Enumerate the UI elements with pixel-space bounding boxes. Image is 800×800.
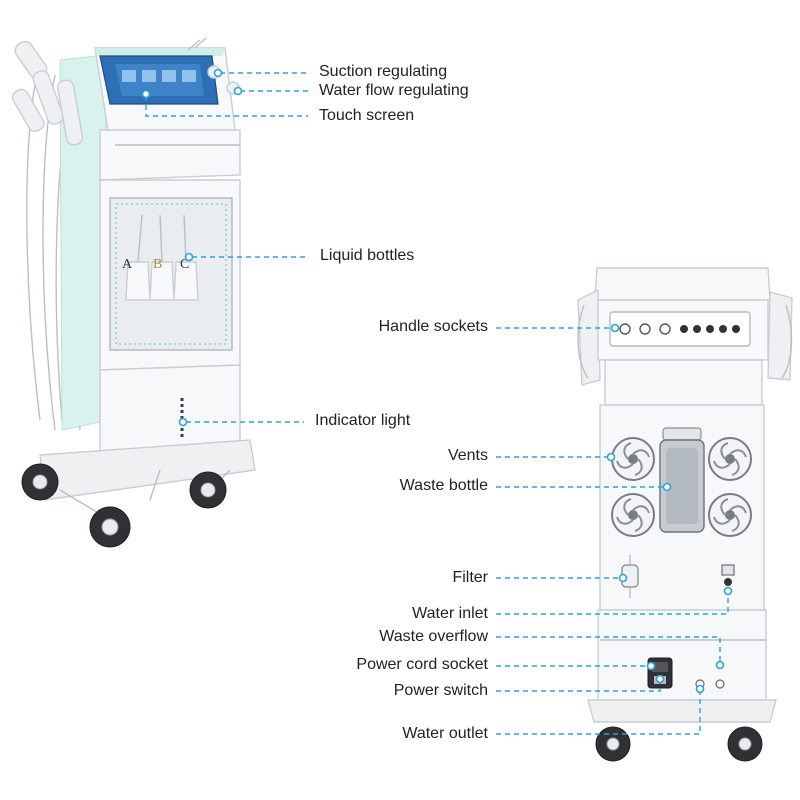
label-suction-regulating: Suction regulating: [319, 63, 448, 80]
label-handle-sockets: Handle sockets: [378, 318, 488, 335]
tray: [99, 129, 241, 181]
label-waste-overflow: Waste overflow: [379, 628, 488, 645]
label-filter: Filter: [452, 569, 488, 586]
waste-overflow: [715, 679, 725, 689]
label-liquid-bottles: Liquid bottles: [320, 247, 415, 264]
back-wheels: [595, 726, 763, 762]
label-water-inlet: Water inlet: [412, 605, 488, 622]
hose: [26, 59, 41, 421]
label-vents: Vents: [447, 447, 488, 464]
water-inlet: [724, 578, 732, 586]
label-waste-bottle: Waste bottle: [399, 477, 488, 494]
label-indicator-light: Indicator light: [315, 412, 411, 429]
back-lower: [597, 609, 767, 701]
bottle-letter-a: A: [122, 257, 133, 272]
water-inlet-port: [721, 564, 735, 576]
handle-sockets: [619, 323, 740, 335]
liquid-bottles: [125, 214, 199, 301]
bottle-letter-c: C: [180, 257, 189, 272]
bottle-letter-b: B: [153, 257, 162, 272]
label-power-cord-socket: Power cord socket: [356, 656, 488, 673]
label-power-switch: Power switch: [393, 682, 488, 699]
front-machine: A B C: [11, 37, 256, 548]
vents: [611, 437, 752, 537]
back-machine: [577, 267, 793, 762]
hose: [42, 74, 56, 431]
waste-bottle: [659, 427, 705, 533]
back-top: [594, 267, 771, 301]
handpiece-holders: [11, 40, 84, 146]
label-touch-screen: Touch screen: [319, 107, 415, 124]
leader-lines: [141, 68, 733, 735]
label-water-outlet: Water outlet: [402, 725, 488, 742]
label-water-flow-regulating: Water flow regulating: [319, 82, 469, 99]
front-wheels: [21, 463, 227, 548]
